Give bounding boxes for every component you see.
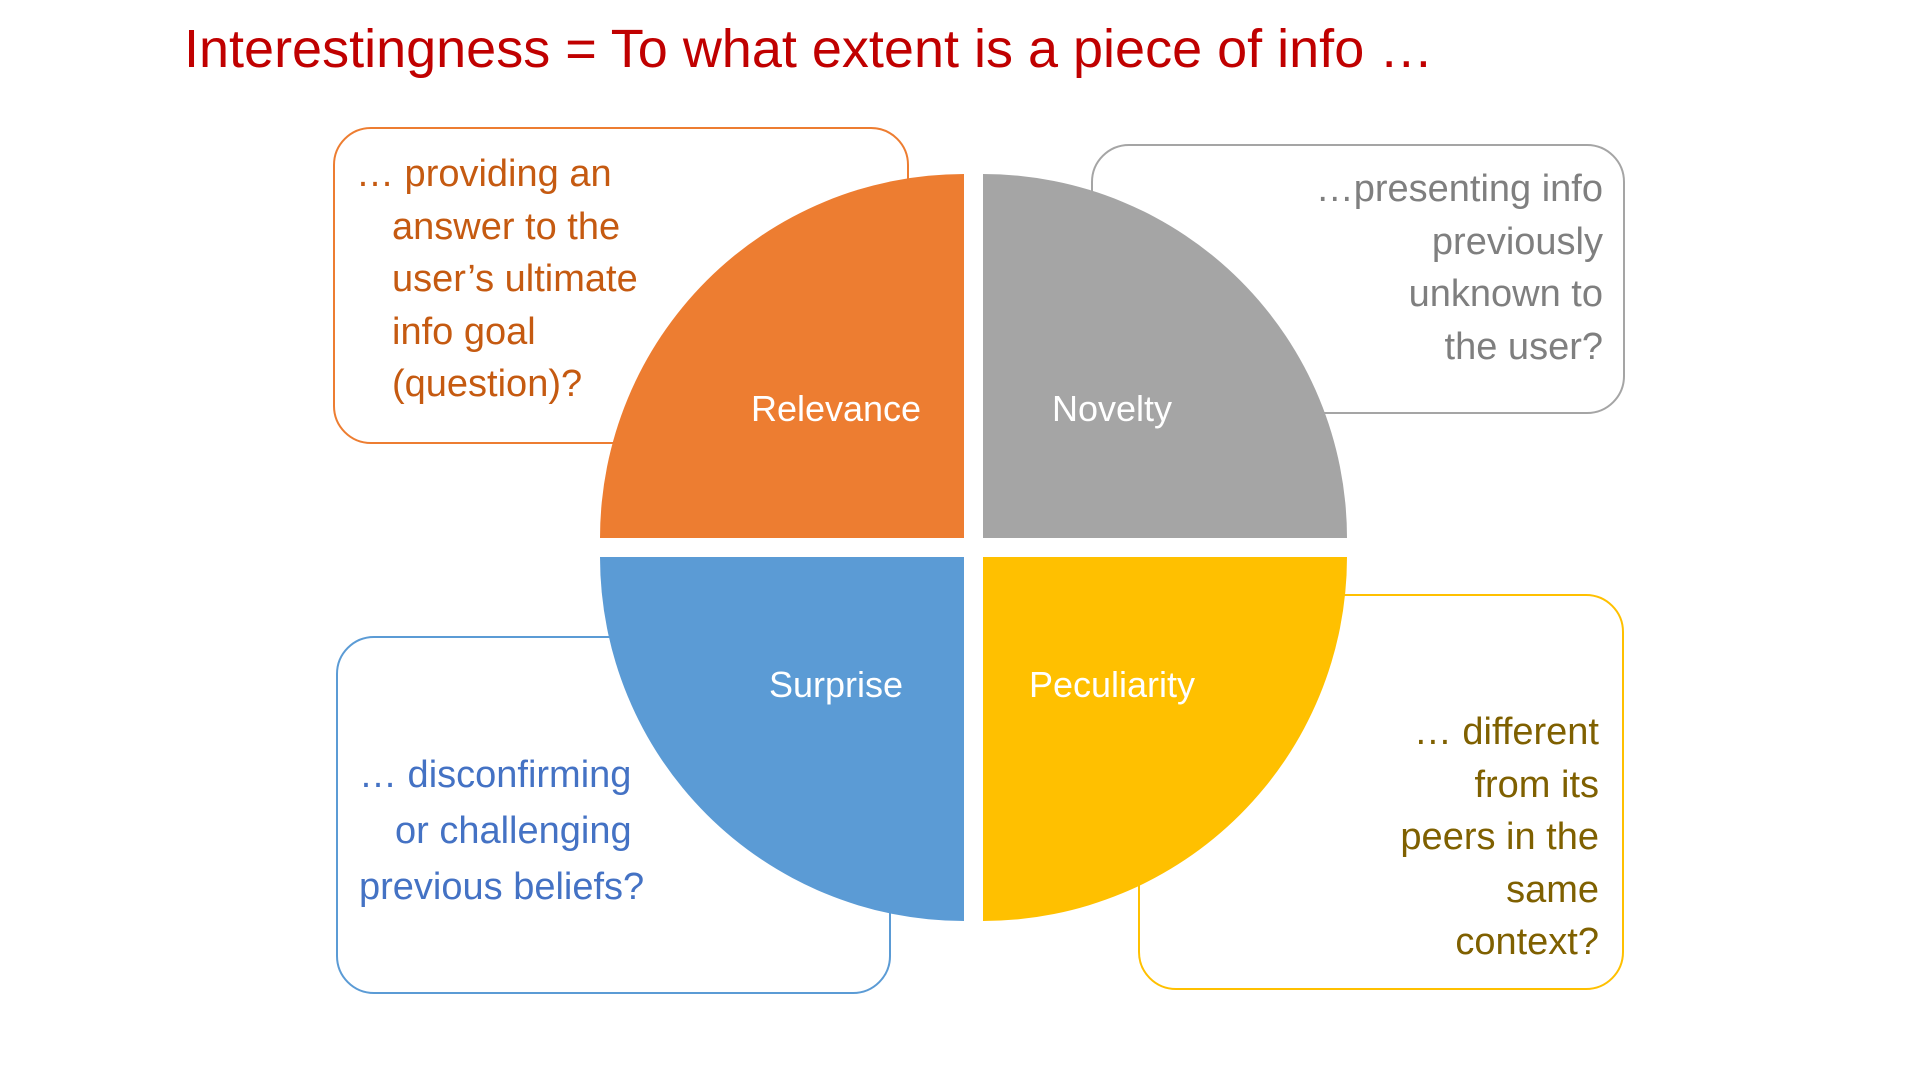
text-line: or challenging	[395, 810, 632, 852]
text-line: … providing an	[356, 153, 612, 195]
text-line: same	[1506, 868, 1599, 911]
text-line: the user?	[1444, 325, 1603, 368]
peculiarity-label: Peculiarity	[1028, 664, 1196, 705]
text-line: previous beliefs?	[359, 866, 645, 908]
novelty-description: …presenting info previously unknown to t…	[1316, 163, 1603, 373]
text-line: user’s ultimate	[392, 258, 638, 300]
surprise-description: … disconfirming or challenging previous …	[359, 747, 644, 915]
novelty-label: Novelty	[1051, 388, 1173, 429]
peculiarity-description: … different from its peers in the same c…	[1400, 706, 1599, 969]
relevance-description: … providing an answer to the user’s ulti…	[356, 148, 638, 411]
text-line: …presenting info	[1315, 168, 1603, 210]
surprise-label: Surprise	[768, 664, 904, 705]
text-line: peers in the	[1400, 816, 1599, 858]
slide-title: Interestingness = To what extent is a pi…	[184, 19, 1434, 79]
text-line: previously	[1431, 220, 1603, 263]
text-line: from its	[1474, 763, 1599, 806]
text-line: context?	[1455, 921, 1599, 963]
text-line: … disconfirming	[359, 754, 632, 796]
text-line: … different	[1413, 711, 1599, 753]
text-line: unknown to	[1408, 273, 1603, 315]
text-line: (question)?	[392, 363, 583, 405]
text-line: info goal	[392, 310, 536, 353]
text-line: answer to the	[392, 205, 621, 248]
relevance-label: Relevance	[750, 388, 922, 429]
